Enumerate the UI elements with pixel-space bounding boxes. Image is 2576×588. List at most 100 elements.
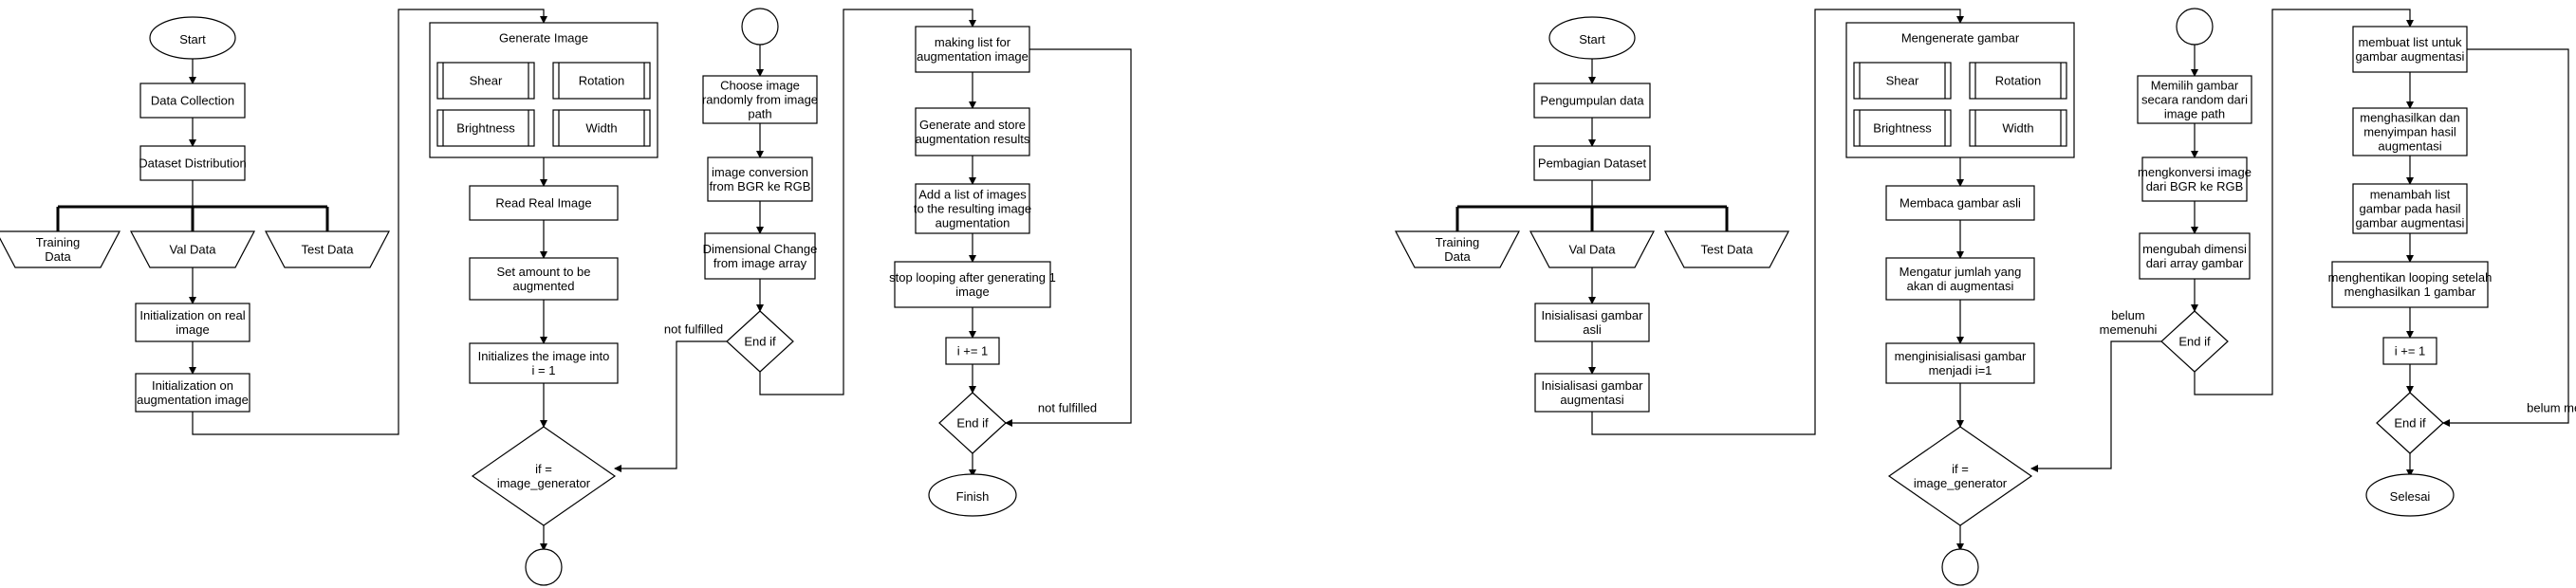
choose-image-step-label-line-3: path <box>748 107 771 121</box>
choose-image-step <box>2137 75 2252 124</box>
making-list-step-label-line-2: gambar augmentasi <box>2356 49 2465 64</box>
add-list-step-label-line-1: menambah list <box>2370 188 2451 202</box>
choose-image-step <box>702 75 818 124</box>
dimensional-step-label-line-1: mengubah dimensi <box>2142 242 2247 256</box>
init-real-step <box>1534 303 1650 342</box>
dataset-distribution-step-label: Pembagian Dataset <box>1538 156 1647 171</box>
width-op <box>1969 109 2067 147</box>
rotation-op <box>1969 62 2067 100</box>
add-list-step <box>2352 183 2468 234</box>
training-data-shape-label-line-2: Data <box>45 249 71 264</box>
dimensional-step-label-line-1: Dimensional Change <box>703 242 818 256</box>
read-real-step-label: Read Real Image <box>495 196 591 211</box>
choose-image-step-label-line-2: randomly from image <box>702 93 818 107</box>
conversion-step <box>2141 156 2248 202</box>
set-amount-step-label-line-1: Set amount to be <box>496 265 590 279</box>
width-op <box>552 109 651 147</box>
training-data-shape <box>1395 230 1520 268</box>
edge-initaug-generate <box>192 9 547 435</box>
choose-image-step-label-line-3: image path <box>2164 107 2225 121</box>
dimensional-step <box>2139 232 2251 280</box>
bottom-connector <box>525 548 563 586</box>
finish-terminal-label: Finish <box>956 489 990 504</box>
init-real-step-label-line-1: Initialization on real <box>139 308 245 322</box>
edge-endif-notfulfilled <box>2030 340 2161 472</box>
end-if-decision-label: End if <box>744 335 776 349</box>
shear-op <box>436 62 535 100</box>
data-collection-step <box>1533 83 1651 119</box>
brightness-op <box>1853 109 1952 147</box>
conversion-step-label-line-2: from BGR ke RGB <box>710 179 811 193</box>
choose-image-step-label-line-1: Memilih gambar <box>2151 79 2239 93</box>
if-generator-decision-label-line-2: image_generator <box>1914 476 2008 490</box>
making-list-step-label-line-1: making list for <box>935 35 1011 49</box>
val-data-shape-label: Val Data <box>170 243 217 257</box>
training-data-shape-label-line-2: Data <box>1444 249 1471 264</box>
test-data-shape-label: Test Data <box>302 243 355 257</box>
stop-looping-step-label-line-2: menghasilkan 1 gambar <box>2344 285 2476 299</box>
generate-store-step <box>915 107 1030 156</box>
conversion-step <box>707 156 813 202</box>
edge-endif-notfulfilled <box>614 340 727 472</box>
stop-looping-step <box>894 261 1051 308</box>
increment-step-label: i += 1 <box>2395 344 2426 358</box>
add-list-step-label-line-3: augmentation <box>936 216 1010 230</box>
brightness-op-label: Brightness <box>456 121 515 136</box>
add-list-step <box>915 183 1030 234</box>
rotation-op-label: Rotation <box>579 74 624 88</box>
set-amount-step-label-line-2: akan di augmentasi <box>1907 279 2014 293</box>
initializes-step-label-line-2: i = 1 <box>532 363 556 377</box>
stop-looping-step-label-line-1: stop looping after generating 1 <box>889 270 1056 285</box>
not-fulfilled-label-line-1: belum <box>2111 308 2144 322</box>
end-if-decision-label: End if <box>2178 335 2211 349</box>
val-data-shape <box>1529 230 1655 268</box>
not-fulfilled-label: not fulfilled <box>664 322 723 337</box>
choose-image-step-label-line-1: Choose image <box>720 79 800 93</box>
finish-terminal <box>2365 473 2455 517</box>
shear-op <box>1853 62 1952 100</box>
training-data-shape-label-line-1: Training <box>36 235 80 249</box>
init-real-step-label-line-2: image <box>176 322 209 337</box>
generate-store-step-label-line-1: menghasilkan dan <box>2360 111 2460 125</box>
edge-initaug-generate <box>1591 9 1964 435</box>
init-aug-step <box>135 373 250 413</box>
if-generator-decision-label-line-1: if = <box>535 462 552 476</box>
val-data-shape <box>130 230 255 268</box>
shear-op-label: Shear <box>470 74 503 88</box>
choose-image-step-label-line-2: secara random dari <box>2141 93 2248 107</box>
shear-op-label: Shear <box>1886 74 1919 88</box>
if-generator-decision-label-line-1: if = <box>1952 462 1969 476</box>
test-data-shape <box>265 230 390 268</box>
width-op-label: Width <box>2002 121 2033 136</box>
initializes-step <box>469 342 619 384</box>
dimensional-step-label-line-2: from image array <box>713 256 807 270</box>
initializes-step-label-line-2: menjadi i=1 <box>1929 363 1992 377</box>
width-op-label: Width <box>585 121 617 136</box>
init-aug-step-label-line-2: augmentation image <box>137 393 249 407</box>
stop-looping-step-label-line-2: image <box>955 285 989 299</box>
rotation-op-label: Rotation <box>1995 74 2041 88</box>
initializes-step-label-line-1: Initializes the image into <box>478 349 610 363</box>
generate-store-step-label-line-2: menyimpan hasil <box>2363 125 2456 139</box>
training-data-shape-label-line-1: Training <box>1436 235 1479 249</box>
edge-endif-makelist <box>759 9 976 395</box>
increment-step <box>945 337 1000 365</box>
dataset-distribution-step <box>1533 145 1651 181</box>
finish-terminal <box>928 473 1017 517</box>
set-amount-step-label-line-1: Mengatur jumlah yang <box>1900 265 2022 279</box>
init-real-step-label-line-1: Inisialisasi gambar <box>1542 308 1644 322</box>
read-real-step-label: Membaca gambar asli <box>1900 196 2021 211</box>
conversion-step-label-line-1: image conversion <box>712 165 808 179</box>
not-fulfilled-2-label: belum memenuhi <box>2527 401 2576 415</box>
start-terminal-label: Start <box>1579 32 1605 46</box>
making-list-step-label-line-2: augmentation image <box>917 49 1029 64</box>
increment-step-label: i += 1 <box>957 344 989 358</box>
brightness-op <box>436 109 535 147</box>
rotation-op <box>552 62 651 100</box>
data-collection-step <box>139 83 246 119</box>
add-list-step-label-line-2: gambar pada hasil <box>2360 202 2461 216</box>
not-fulfilled-2-label: not fulfilled <box>1038 401 1097 415</box>
